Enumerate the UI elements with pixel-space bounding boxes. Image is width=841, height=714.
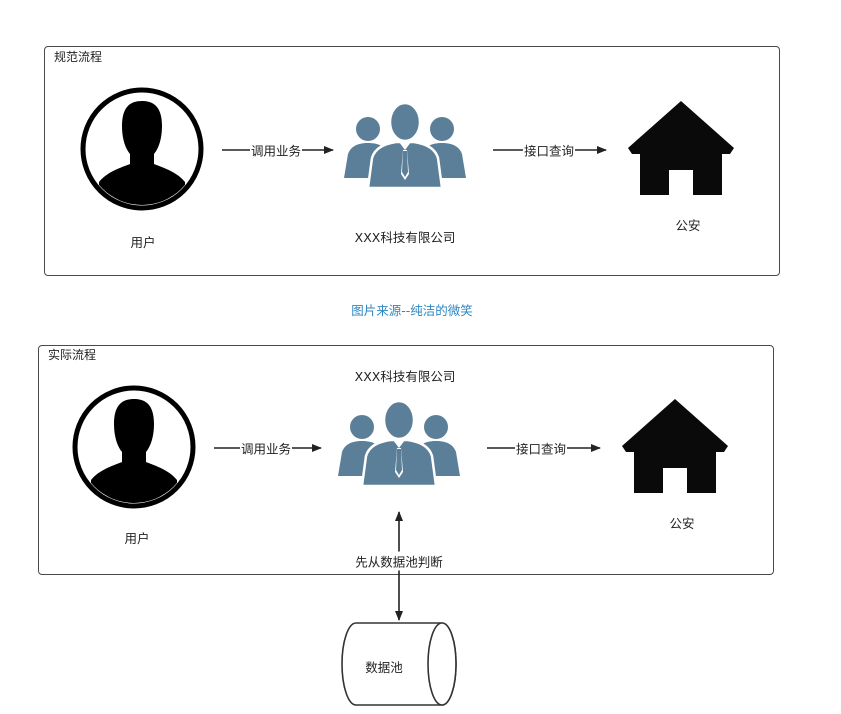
company-label: XXX科技有限公司: [354, 369, 456, 384]
actual-flow-title: 实际流程: [48, 348, 97, 362]
standard-flow-title: 规范流程: [54, 50, 103, 64]
interface-query-label: 接口查询: [514, 438, 568, 458]
user-avatar-icon: [80, 87, 204, 211]
company-label: XXX科技有限公司: [354, 230, 456, 245]
user-label: 用户: [130, 235, 156, 250]
company-people-icon: [344, 101, 466, 190]
house-icon: [622, 399, 728, 493]
call-business-label: 调用业务: [239, 438, 293, 458]
house-icon: [628, 101, 734, 195]
datapool-check-label: 先从数据池判断: [354, 551, 444, 571]
police-label: 公安: [675, 218, 701, 233]
image-source-caption: 图片来源--纯洁的微笑: [351, 303, 473, 318]
datapool-label: 数据池: [365, 660, 403, 675]
interface-query-label: 接口查询: [522, 140, 576, 160]
datapool-cylinder-icon: [341, 622, 457, 706]
call-business-label: 调用业务: [249, 140, 303, 160]
police-label: 公安: [669, 516, 695, 531]
company-people-icon: [338, 399, 460, 488]
user-label: 用户: [124, 531, 150, 546]
user-avatar-icon: [72, 385, 196, 509]
